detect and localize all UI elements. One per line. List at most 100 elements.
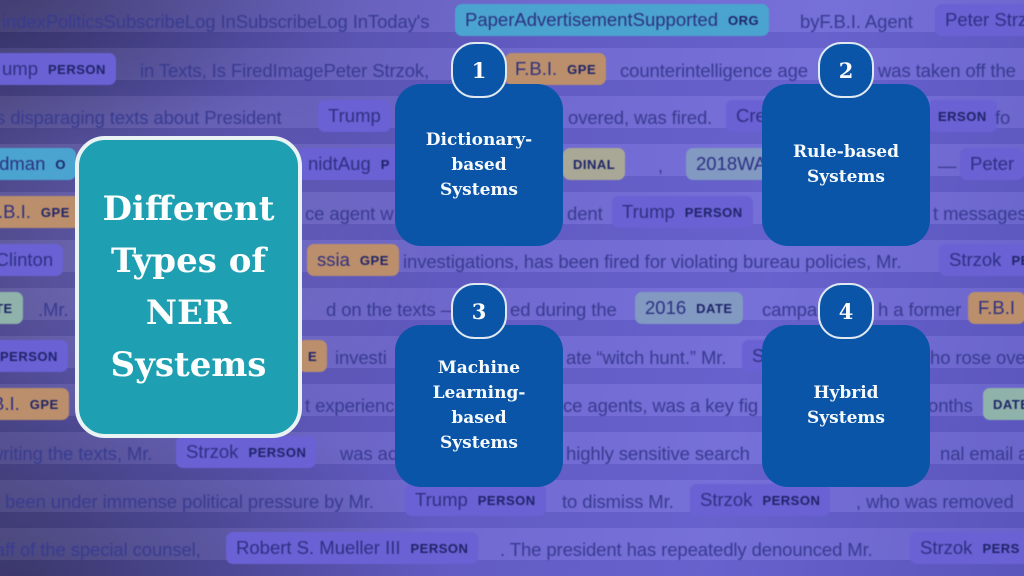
ner-text-line: been under immense political pressure by…	[0, 484, 1024, 518]
entity-chip-person: ERSON	[928, 100, 997, 132]
entity-text: Strzok	[700, 489, 753, 510]
entity-chip-person: Strzok PERS	[910, 532, 1024, 564]
ner-text-line: indexPoliticsSubscribeLog InSubscribeLog…	[0, 4, 1024, 38]
entity-chip-gpe: F.B.I	[968, 292, 1024, 324]
entity-text: Trump	[328, 105, 381, 126]
entity-label: DINAL	[573, 156, 616, 172]
entity-chip-gpe: F.B.I.GPE	[505, 53, 607, 85]
entity-label: PERSON	[48, 61, 106, 77]
article-text: aff of the special counsel,	[0, 539, 201, 560]
entity-chip-card: DINAL	[563, 148, 626, 180]
article-text: was taken off the	[878, 60, 1016, 81]
article-text: ce agent w	[305, 203, 394, 224]
entity-text: Strzok	[186, 441, 239, 462]
article-text: ed during the	[510, 299, 617, 320]
entity-text: .B.I.	[0, 201, 31, 222]
article-text: .Mr.	[38, 299, 69, 320]
article-text: highly sensitive search	[566, 443, 750, 464]
article-text: byF.B.I. Agent	[800, 11, 913, 32]
article-text: ho rose ove	[930, 347, 1024, 368]
label-line: Systems	[440, 179, 518, 200]
entity-label: PERSON	[248, 444, 307, 460]
entity-label: DATE	[993, 396, 1024, 412]
label-line: Learning-	[432, 383, 526, 403]
label-line: Systems	[807, 408, 885, 428]
entity-chip-person: ry Clinton	[0, 244, 64, 276]
article-text: indexPoliticsSubscribeLog InSubscribeLog…	[2, 11, 430, 32]
entity-text: Peter Strz	[945, 9, 1024, 30]
article-text: campa	[762, 299, 818, 320]
entity-label: PERSON	[477, 492, 536, 508]
entity-label: PE	[1011, 252, 1024, 268]
entity-label: PERSON	[684, 204, 743, 220]
entity-text: Trump	[415, 489, 468, 510]
label-line: Different	[102, 189, 275, 229]
entity-text: B.I.	[0, 393, 20, 414]
label-line: based	[451, 408, 507, 428]
entity-chip-person: Strzok PE	[939, 244, 1024, 276]
entity-chip-person: Peter	[960, 148, 1024, 180]
entity-label: PERS	[982, 540, 1020, 556]
article-text: overed, was fired.	[568, 107, 713, 128]
entity-text: 2016	[645, 297, 687, 318]
entity-chip-date: TE	[0, 292, 23, 324]
entity-text: ry Clinton	[0, 249, 54, 270]
entity-text: F.B.I	[978, 297, 1016, 318]
label-line: Types of	[110, 241, 266, 281]
number-badge-4: 4	[818, 283, 874, 339]
ner-text-line: TE .Mr. d on the texts — e ed during the 201…	[0, 292, 1024, 326]
number-badge-3: 3	[451, 283, 507, 339]
article-text: fo	[995, 107, 1011, 128]
entity-chip-date2: 2016 DATE	[635, 292, 743, 324]
entity-chip-gpe: E	[298, 340, 328, 372]
article-text: . The president has repeatedly denounced…	[500, 539, 873, 560]
entity-text: nidtAug	[308, 153, 371, 174]
entity-label: P	[380, 156, 390, 172]
label-line: Dictionary-	[425, 129, 533, 150]
entity-label: DATE	[696, 300, 733, 316]
article-text: investigations, has been fired for viola…	[403, 251, 902, 272]
article-text: was ac	[340, 443, 397, 464]
ner-text-line: aff of the special counsel,Robert S. Mue…	[0, 532, 1024, 566]
entity-text: Trump	[622, 201, 675, 222]
number-badge-2: 2	[818, 42, 874, 98]
article-text: writing the texts, Mr.	[0, 443, 153, 464]
article-text: —	[938, 155, 957, 176]
entity-chip-person: Strzok PERSON	[176, 436, 317, 468]
entity-text: Strzok	[920, 537, 973, 558]
entity-chip-gpe: B.I. GPE	[0, 388, 69, 420]
article-text: d on the texts — e	[326, 299, 475, 320]
article-text: , who was removed	[856, 491, 1014, 512]
entity-label: ERSON	[938, 108, 987, 124]
label-line: NER	[145, 293, 232, 333]
article-text: is disparaging texts about President	[0, 107, 282, 128]
number-badge-1: 1	[451, 42, 507, 98]
entity-text: S	[752, 345, 765, 366]
entity-chip-person: Trump PERSON	[405, 484, 546, 516]
entity-chip-person: nidtAug P	[298, 148, 400, 180]
label-line: based	[451, 154, 507, 175]
entity-label: GPE	[29, 396, 59, 412]
article-text: ate “witch hunt.” Mr.	[566, 347, 727, 368]
entity-label: TE	[0, 300, 13, 316]
entity-text: Strzok	[949, 249, 1002, 270]
article-text: been under immense political pressure by…	[5, 491, 374, 512]
entity-chip-person: Trump PERSON	[612, 196, 753, 228]
